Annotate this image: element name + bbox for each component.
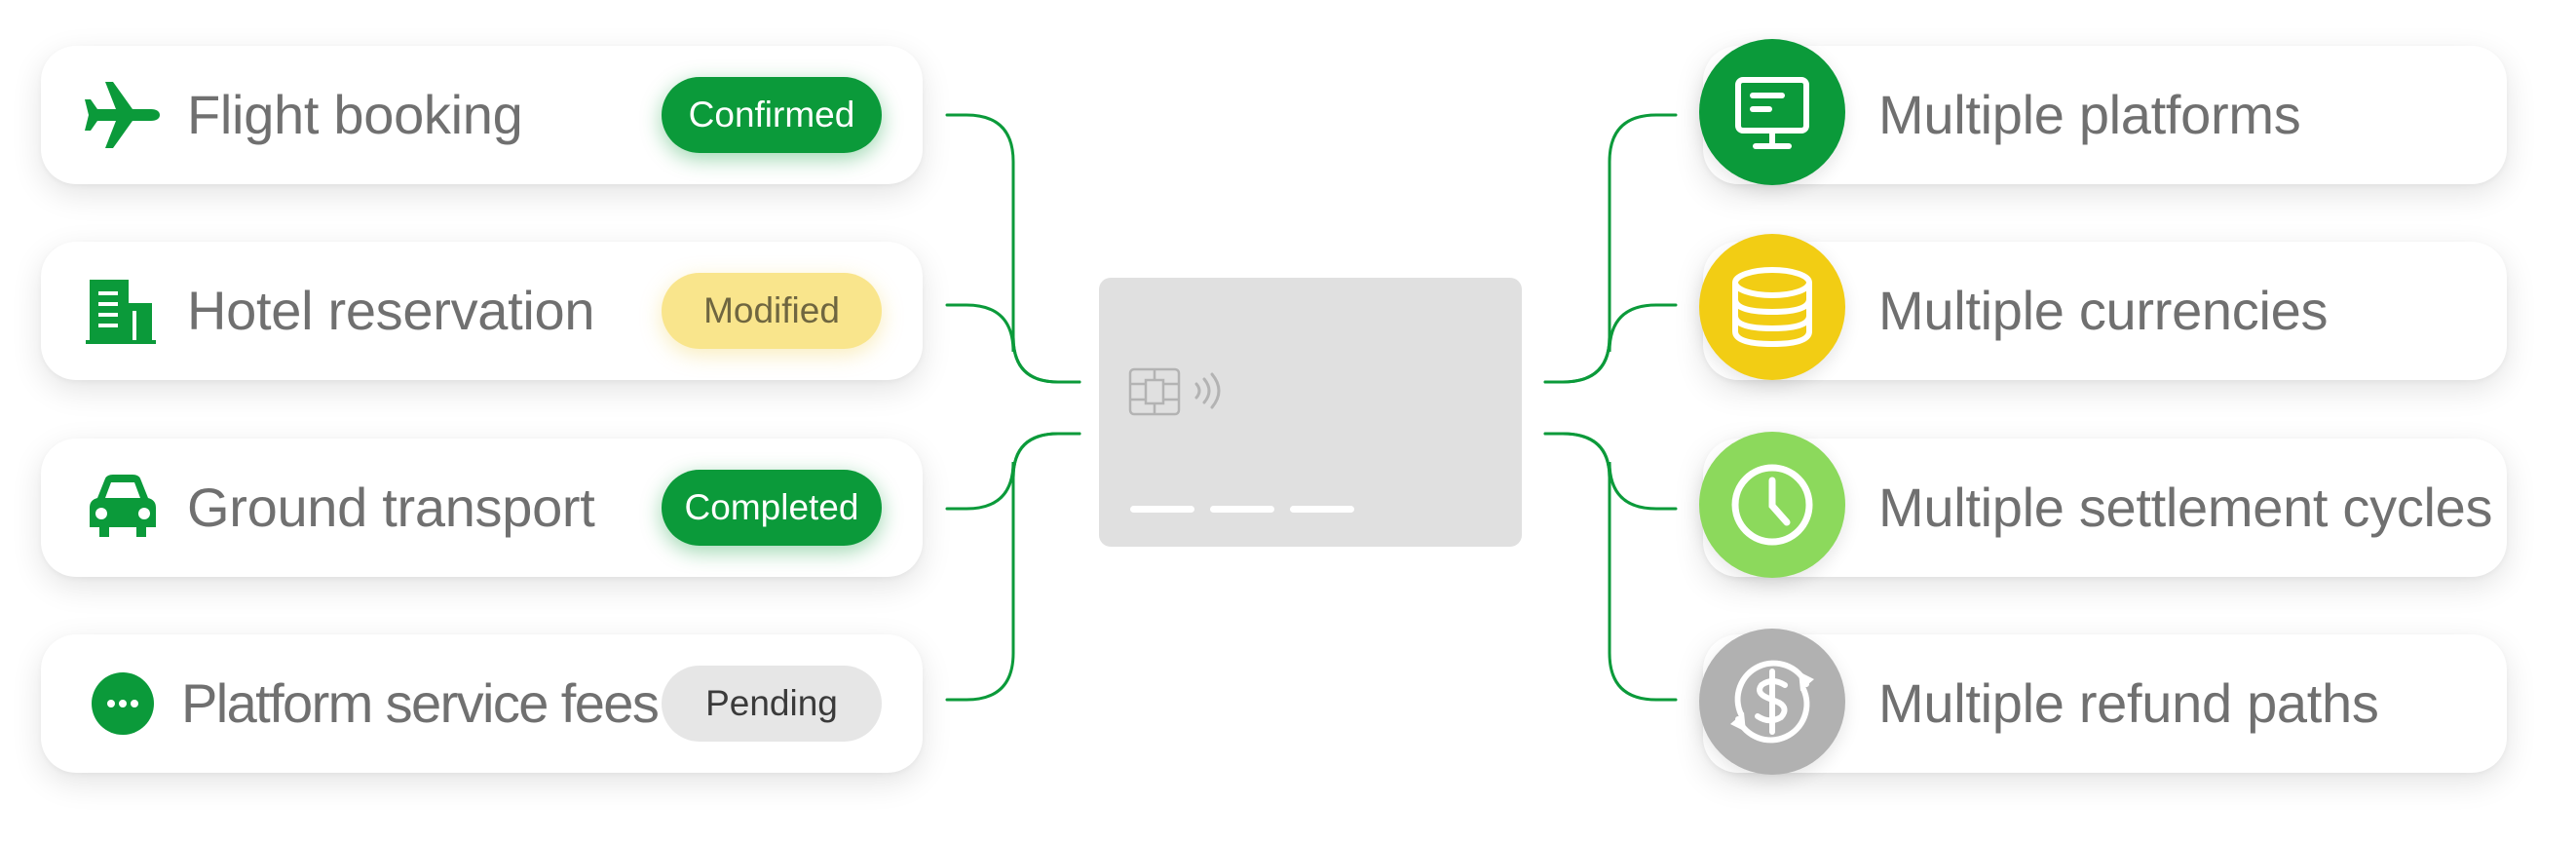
- hotel-reservation-card: Hotel reservation Modified: [41, 242, 923, 380]
- status-badge: Confirmed: [662, 77, 882, 153]
- item-label: Multiple currencies: [1878, 280, 2329, 341]
- item-label: Flight booking: [187, 84, 523, 145]
- payment-card-icon: [1099, 278, 1522, 547]
- card-number-dash: [1130, 506, 1194, 513]
- coin-stack-icon: [1699, 234, 1845, 380]
- clock-icon: [1699, 432, 1845, 578]
- ground-transport-card: Ground transport Completed: [41, 439, 923, 577]
- monitor-icon: [1699, 39, 1845, 185]
- airplane-icon: [84, 80, 162, 150]
- connector-refund: [1543, 432, 1678, 702]
- item-label: Platform service fees: [181, 672, 660, 734]
- item-label: Ground transport: [187, 477, 595, 538]
- status-badge: Pending: [662, 666, 882, 742]
- card-number-dash: [1290, 506, 1354, 513]
- flight-booking-card: Flight booking Confirmed: [41, 46, 923, 184]
- item-label: Multiple platforms: [1878, 84, 2301, 145]
- item-label: Hotel reservation: [187, 280, 595, 341]
- card-number-dash: [1210, 506, 1274, 513]
- item-label: Multiple refund paths: [1878, 672, 2379, 734]
- more-dots-icon: [84, 669, 162, 739]
- building-icon: [84, 276, 162, 346]
- connector-currencies: [1543, 303, 1678, 384]
- platform-fees-card: Platform service fees Pending: [41, 634, 923, 773]
- status-badge: Completed: [662, 470, 882, 546]
- contactless-icon: [1194, 372, 1221, 409]
- car-icon: [84, 473, 162, 543]
- status-badge: Modified: [662, 273, 882, 349]
- item-label: Multiple settlement cycles: [1878, 477, 2493, 538]
- refund-dollar-icon: [1699, 629, 1845, 775]
- connector-hotel: [945, 303, 1081, 384]
- connector-fees: [945, 432, 1081, 702]
- chip-icon: [1128, 367, 1181, 416]
